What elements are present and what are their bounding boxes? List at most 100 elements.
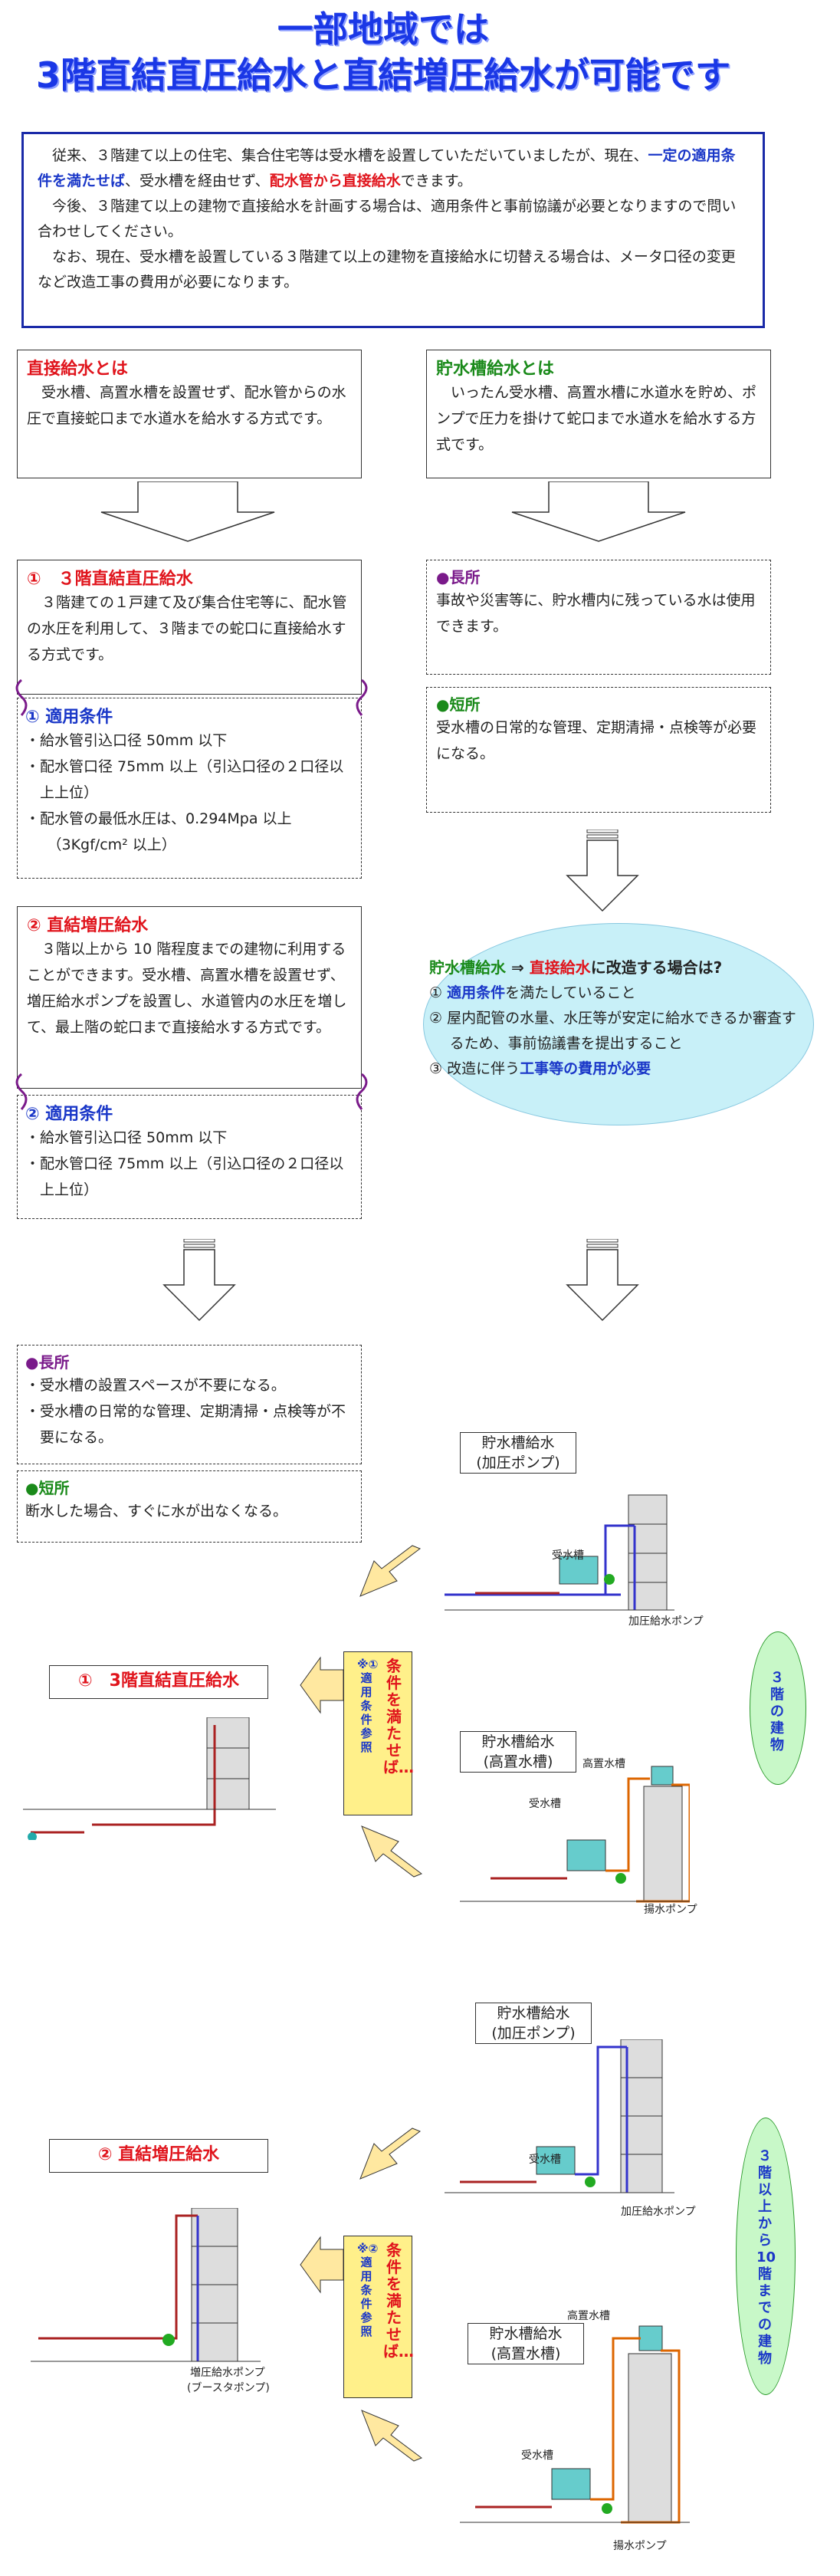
caption-line: 貯水槽給水 xyxy=(497,2005,570,2022)
conv-span: を満たしていること xyxy=(505,984,636,1001)
intro-box: 従来、３階建て以上の住宅、集合住宅等は受水槽を設置していただいていましたが、現在… xyxy=(21,132,765,328)
intro-text: 、受水槽を経由せず、 xyxy=(125,172,270,189)
condition-box xyxy=(343,2236,412,2398)
conv-span: に改造する場合は? xyxy=(590,958,723,977)
side-label: ３階の建物 xyxy=(770,1670,784,1753)
pump-booster-diagram xyxy=(445,2039,674,2193)
caption-line: (高置水槽) xyxy=(483,1753,553,1770)
conv-span: 適用条件 xyxy=(447,984,506,1001)
storage-pros-box: ●長所 事故や災害等に、貯水槽内に残っている水は使用できます。 xyxy=(426,560,771,675)
conditions1-list: ・給水管引込口径 50mm 以下・配水管口径 75mm 以上（引込口径の２口径以… xyxy=(25,728,353,858)
conversion-text: 貯水槽給水 ⇒ 直接給水に改造する場合は? ① 適用条件を満たしていること ② … xyxy=(429,955,805,1082)
diagonal-arrow-icon xyxy=(361,1825,423,1878)
conditions1-box: ① 適用条件 ・給水管引込口径 50mm 以下・配水管口径 75mm 以上（引込… xyxy=(17,698,362,879)
label-lift-pump: 揚水ポンプ xyxy=(644,1904,697,1916)
side-label: ３階以上から10階までの建物 xyxy=(756,2148,776,2367)
label-boost-pump: 増圧給水ポンプ xyxy=(190,2367,265,2379)
storage-cons-heading: ●短所 xyxy=(436,695,481,714)
direct-supply-box: 直接給水とは 受水槽、高置水槽を設置せず、配水管からの水圧で直接蛇口まで水道水を… xyxy=(17,350,362,478)
method1-body: ３階建ての１戸建て及び集合住宅等に、配水管の水圧を利用して、３階までの蛇口に直接… xyxy=(27,594,347,663)
conv-span: 貯水槽給水 xyxy=(429,958,506,977)
caption-line: (加圧ポンプ) xyxy=(476,1454,560,1471)
storage-cons-body: 受水槽の日常的な管理、定期清掃・点検等が必要になる。 xyxy=(436,719,757,762)
caption-line: 貯水槽給水 xyxy=(481,1434,555,1451)
conditions2-box: ② 適用条件 ・給水管引込口径 50mm 以下・配水管口径 75mm 以上（引込… xyxy=(17,1095,362,1219)
direct-pros-list: ・受水槽の設置スペースが不要になる。・受水槽の日常的な管理、定期清掃・点検等が不… xyxy=(25,1372,353,1451)
method2-box: ② 直結増圧給水 ３階以上から 10 階程度までの建物に利用することができます。… xyxy=(17,906,362,1089)
intro-p2: 今後、３階建て以上の建物で直接給水を計画する場合は、適用条件と事前協議が必要とな… xyxy=(38,198,737,240)
diagram1-title: ① 3階直結直圧給水 xyxy=(49,1665,268,1699)
elevated-tank-diagram xyxy=(460,1766,690,1903)
list-item: （3Kgf/cm² 以上） xyxy=(47,836,176,853)
left-arrow-icon xyxy=(300,1656,344,1714)
direct-pressure-diagram xyxy=(23,1717,276,1840)
intro-highlight: 配水管から直接給水 xyxy=(269,172,401,189)
list-item: ・給水管引込口径 50mm 以下 xyxy=(25,1129,228,1146)
conversion-item1: ① 適用条件を満たしていること xyxy=(429,981,805,1006)
list-item: ・受水槽の日常的な管理、定期清掃・点検等が不要になる。 xyxy=(25,1403,346,1446)
list-item: ・配水管の最低水圧は、0.294Mpa 以上 xyxy=(25,810,292,827)
conditions1-heading: ① 適用条件 xyxy=(25,708,113,727)
label-high-tank: 高置水槽 xyxy=(567,2310,610,2322)
direct-cons-heading: ●短所 xyxy=(25,1479,70,1497)
storage-supply-box: 貯水槽給水とは いったん受水槽、高置水槽に水道水を貯め、ポンプで圧力を掛けて蛇口… xyxy=(426,350,771,478)
direct-heading: 直接給水とは xyxy=(27,360,129,379)
down-arrow-icon xyxy=(511,481,686,542)
list-item: ・受水槽の設置スペースが不要になる。 xyxy=(25,1377,286,1394)
conditions2-heading: ② 適用条件 xyxy=(25,1105,113,1124)
pump-booster-diagram xyxy=(445,1494,674,1611)
pump-caption: 貯水槽給水 (加圧ポンプ) xyxy=(460,1432,576,1474)
direct-cons-body: 断水した場合、すぐに水が出なくなる。 xyxy=(25,1503,288,1520)
storage-heading: 貯水槽給水とは xyxy=(436,360,555,379)
method2-heading: ② 直結増圧給水 xyxy=(27,916,149,935)
conversion-item3: ③ 改造に伴う工事等の費用が必要 xyxy=(429,1056,805,1082)
conversion-item2: ② 屋内配管の水量、水圧等が安定に給水できるか審査するため、事前協議書を提出する… xyxy=(429,1010,796,1052)
pump-caption: 貯水槽給水 (加圧ポンプ) xyxy=(475,2003,592,2044)
conv-span: ⇒ xyxy=(506,958,530,977)
method1-box: ① ３階直結直圧給水 ３階建ての１戸建て及び集合住宅等に、配水管の水圧を利用して… xyxy=(17,560,362,695)
direct-booster-diagram xyxy=(31,2208,261,2362)
diagram2-title: ② 直結増圧給水 xyxy=(49,2139,268,2173)
storage-pros-body: 事故や災害等に、貯水槽内に残っている水は使用できます。 xyxy=(436,592,756,635)
condition-text: 条件を満たせば… xyxy=(383,2241,414,2361)
list-item: ・給水管引込口径 50mm 以下 xyxy=(25,732,228,749)
conversion-title: 貯水槽給水 ⇒ 直接給水に改造する場合は? xyxy=(429,955,805,981)
storage-body: いったん受水槽、高置水槽に水道水を貯め、ポンプで圧力を掛けて蛇口まで水道水を給水… xyxy=(436,384,757,453)
conv-span: 工事等の費用が必要 xyxy=(520,1060,651,1077)
side-ellipse xyxy=(736,2118,796,2395)
diagonal-arrow-icon xyxy=(361,2410,423,2462)
clip-icon xyxy=(15,1073,368,1110)
condition-box xyxy=(343,1651,412,1815)
direct-body: 受水槽、高置水槽を設置せず、配水管からの水圧で直接蛇口まで水道水を給水する方式で… xyxy=(27,384,346,427)
condition-text: 条件を満たせば… xyxy=(383,1657,414,1776)
label-tank: 受水槽 xyxy=(529,2154,561,2166)
direct-pros-box: ●長所 ・受水槽の設置スペースが不要になる。・受水槽の日常的な管理、定期清掃・点… xyxy=(17,1345,362,1464)
method2-body: ３階以上から 10 階程度までの建物に利用することができます。受水槽、高置水槽を… xyxy=(27,941,347,1036)
down-arrow-icon xyxy=(566,1239,639,1322)
left-arrow-icon xyxy=(300,2236,344,2294)
intro-text: できます。 xyxy=(400,172,472,189)
diagonal-arrow-icon xyxy=(359,2128,422,2180)
caption-line: (加圧ポンプ) xyxy=(491,2025,576,2042)
condition-ref: ※②適用条件参照 xyxy=(357,2242,379,2338)
label-high-tank: 高置水槽 xyxy=(582,1758,625,1770)
caption-line: (高置水槽) xyxy=(491,2345,561,2362)
intro-text: 従来、３階建て以上の住宅、集合住宅等は受水槽を設置していただいていましたが、現在… xyxy=(52,147,648,164)
label-pump: 加圧給水ポンプ xyxy=(628,1615,704,1628)
conditions2-list: ・給水管引込口径 50mm 以下・配水管口径 75mm 以上（引込口径の２口径以… xyxy=(25,1125,353,1203)
intro-p3: なお、現在、受水槽を設置している３階建て以上の建物を直接給水に切替える場合は、メ… xyxy=(38,248,736,291)
label-tank: 受水槽 xyxy=(529,1798,561,1810)
down-arrow-icon xyxy=(566,830,639,912)
down-arrow-icon xyxy=(100,481,275,542)
caption-line: 貯水槽給水 xyxy=(489,2325,563,2342)
list-item: ・配水管口径 75mm 以上（引込口径の２口径以上上位） xyxy=(25,758,344,801)
label-pump: 加圧給水ポンプ xyxy=(621,2206,696,2218)
conversion-ellipse xyxy=(423,923,814,1125)
label-tank: 受水槽 xyxy=(521,2450,553,2462)
caption-line: 貯水槽給水 xyxy=(481,1733,555,1750)
direct-pros-heading: ●長所 xyxy=(25,1353,70,1372)
conv-span: ③ 改造に伴う xyxy=(429,1060,520,1077)
method1-heading: ① ３階直結直圧給水 xyxy=(27,570,193,589)
label-boost-pump-sub: (ブースタポンプ) xyxy=(187,2382,270,2394)
page-title-line2: 3階直結直圧給水と直結増圧給水が可能です xyxy=(35,54,730,96)
